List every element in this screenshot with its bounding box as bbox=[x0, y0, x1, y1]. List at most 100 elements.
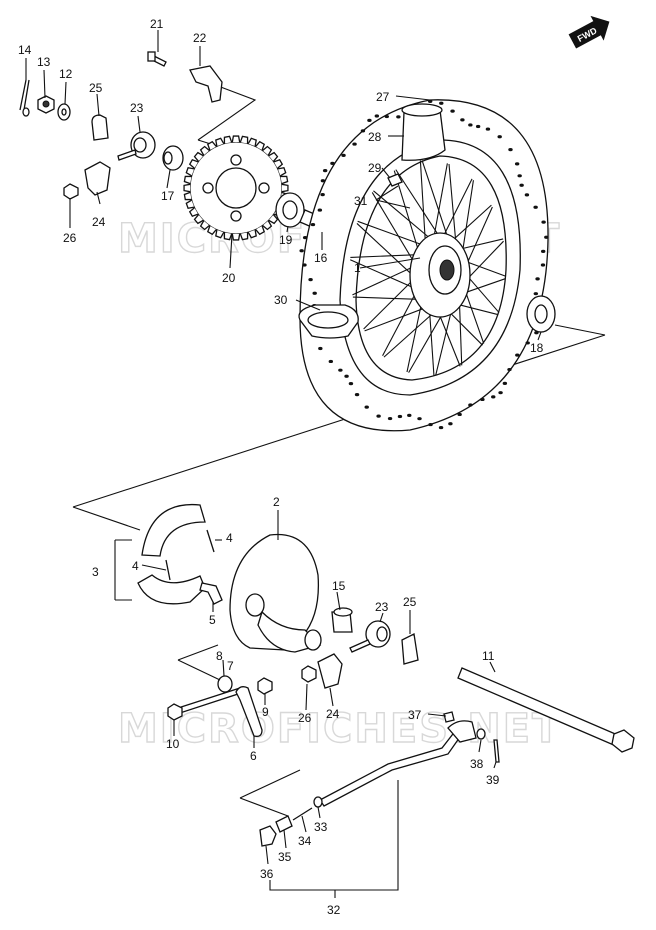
label-30: 30 bbox=[274, 293, 288, 307]
sprocket-tooth bbox=[188, 207, 199, 218]
part-labels: 1 2 3 4 4 5 6 7 8 9 10 11 12 13 14 15 16… bbox=[18, 17, 544, 917]
sprocket-tooth bbox=[247, 137, 257, 147]
tread-block bbox=[352, 142, 357, 146]
label-15: 15 bbox=[332, 579, 346, 593]
spoke bbox=[431, 163, 448, 246]
spoke bbox=[419, 160, 427, 251]
label-14: 14 bbox=[18, 43, 32, 57]
sprocket-tooth bbox=[281, 183, 289, 193]
spoke bbox=[352, 263, 420, 296]
tread-block bbox=[328, 359, 334, 364]
part-17-spacer bbox=[162, 145, 184, 171]
leader-line bbox=[239, 769, 301, 817]
label-2: 2 bbox=[273, 495, 280, 509]
label-24b: 24 bbox=[326, 707, 340, 721]
spoke bbox=[352, 296, 426, 301]
label-31: 31 bbox=[354, 194, 368, 208]
part-4-spring bbox=[165, 559, 171, 581]
tread-block bbox=[498, 391, 503, 395]
label-32: 32 bbox=[327, 903, 341, 917]
part-39-cotter-pin bbox=[493, 739, 500, 763]
tread-block bbox=[457, 412, 462, 417]
sprocket-tooth bbox=[206, 225, 217, 236]
tread-block bbox=[322, 169, 328, 173]
tread-block bbox=[396, 115, 401, 119]
label-1: 1 bbox=[354, 261, 361, 275]
part-33-washer bbox=[313, 796, 323, 808]
label-29: 29 bbox=[368, 161, 382, 175]
tread-block bbox=[517, 174, 522, 178]
tread-block bbox=[354, 393, 360, 397]
tread-block bbox=[544, 235, 549, 239]
label-22: 22 bbox=[193, 31, 207, 45]
label-4b: 4 bbox=[132, 559, 139, 573]
tread-block bbox=[540, 249, 546, 253]
tread-block bbox=[468, 403, 473, 407]
label-8: 8 bbox=[216, 649, 223, 663]
label-4a: 4 bbox=[226, 531, 233, 545]
sprocket-tooth bbox=[268, 214, 279, 225]
tread-block bbox=[475, 124, 481, 129]
sprocket-tooth bbox=[215, 229, 225, 239]
spoke bbox=[406, 295, 424, 373]
leader-line bbox=[197, 85, 257, 141]
label-17: 17 bbox=[161, 189, 175, 203]
label-39: 39 bbox=[486, 773, 500, 787]
label-33: 33 bbox=[314, 820, 328, 834]
spoke bbox=[373, 190, 437, 244]
tread-block bbox=[397, 414, 403, 419]
tread-block bbox=[497, 135, 502, 139]
tread-block bbox=[491, 395, 496, 399]
leader-line bbox=[177, 644, 221, 681]
part-24-plate-lower bbox=[317, 653, 343, 689]
spoke bbox=[421, 160, 452, 248]
sprocket-tooth bbox=[255, 225, 266, 236]
part-35-joint bbox=[275, 815, 293, 833]
part-23-collar-bolt-lower bbox=[349, 620, 391, 653]
part-29-valve-cap bbox=[387, 173, 403, 187]
sprocket-tooth bbox=[262, 220, 273, 231]
tread-block bbox=[533, 205, 538, 209]
part-9-nut bbox=[257, 677, 273, 695]
tread-block bbox=[448, 422, 453, 426]
part-23-collar-bolt bbox=[117, 131, 156, 161]
spoke bbox=[371, 192, 419, 270]
tread-block bbox=[330, 161, 335, 165]
tread-block bbox=[317, 208, 323, 212]
part-38-washer bbox=[476, 728, 486, 740]
label-20: 20 bbox=[222, 271, 236, 285]
divider-line bbox=[72, 334, 606, 508]
tread-block bbox=[299, 249, 304, 253]
label-16: 16 bbox=[314, 251, 328, 265]
label-18: 18 bbox=[530, 341, 544, 355]
sprocket-tooth bbox=[183, 175, 192, 185]
tread-block bbox=[364, 405, 369, 409]
label-5: 5 bbox=[209, 613, 216, 627]
sprocket-tooth bbox=[188, 158, 199, 169]
sprocket-tooth bbox=[183, 191, 192, 201]
label-10: 10 bbox=[166, 737, 180, 751]
tread-block bbox=[541, 220, 546, 224]
label-26b: 26 bbox=[298, 711, 312, 725]
spoke bbox=[382, 285, 420, 357]
tread-block bbox=[427, 99, 433, 103]
tread-block bbox=[407, 413, 412, 417]
tread-block bbox=[519, 183, 524, 187]
leader-line bbox=[269, 780, 399, 898]
part-32-brake-rod bbox=[319, 720, 477, 807]
sprocket-tooth bbox=[199, 220, 210, 231]
label-13: 13 bbox=[37, 55, 51, 69]
tread-block bbox=[360, 129, 366, 133]
tread-block bbox=[312, 291, 317, 295]
tread-block bbox=[525, 341, 530, 345]
part-36-nut bbox=[259, 825, 277, 847]
tread-block bbox=[387, 416, 393, 421]
part-25-bracket bbox=[91, 114, 109, 141]
sprocket-tooth bbox=[223, 232, 233, 241]
sprocket-tooth bbox=[193, 214, 204, 225]
label-21: 21 bbox=[150, 17, 164, 31]
label-23a: 23 bbox=[130, 101, 144, 115]
part-7-washer bbox=[217, 675, 233, 693]
